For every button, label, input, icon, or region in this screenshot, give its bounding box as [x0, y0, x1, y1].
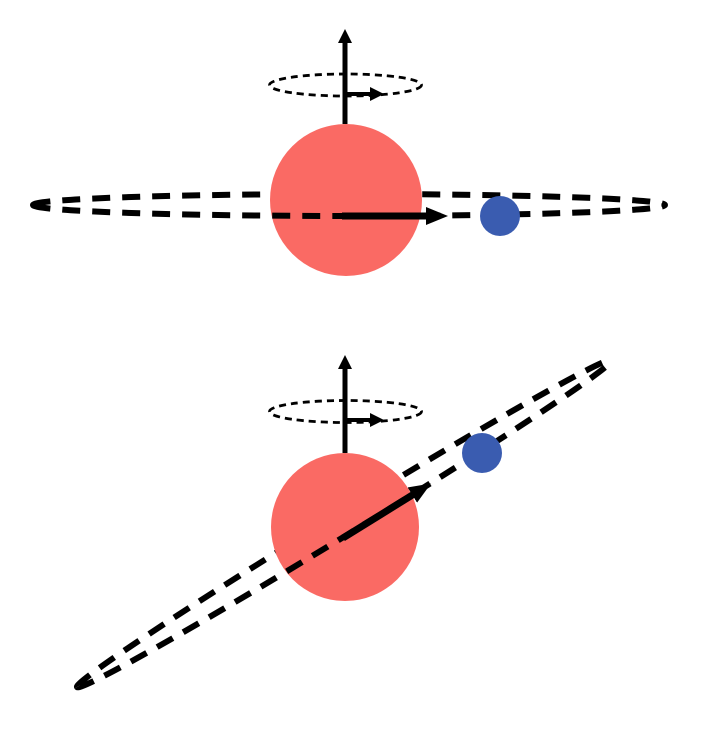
orbital-velocity-arrow [341, 483, 432, 541]
bottom-panel-misaligned [74, 355, 615, 691]
star-circle [271, 453, 419, 601]
top-panel-aligned [30, 29, 668, 276]
star-circle [270, 124, 422, 276]
planet-circle [462, 433, 502, 473]
planet-circle [480, 196, 520, 236]
